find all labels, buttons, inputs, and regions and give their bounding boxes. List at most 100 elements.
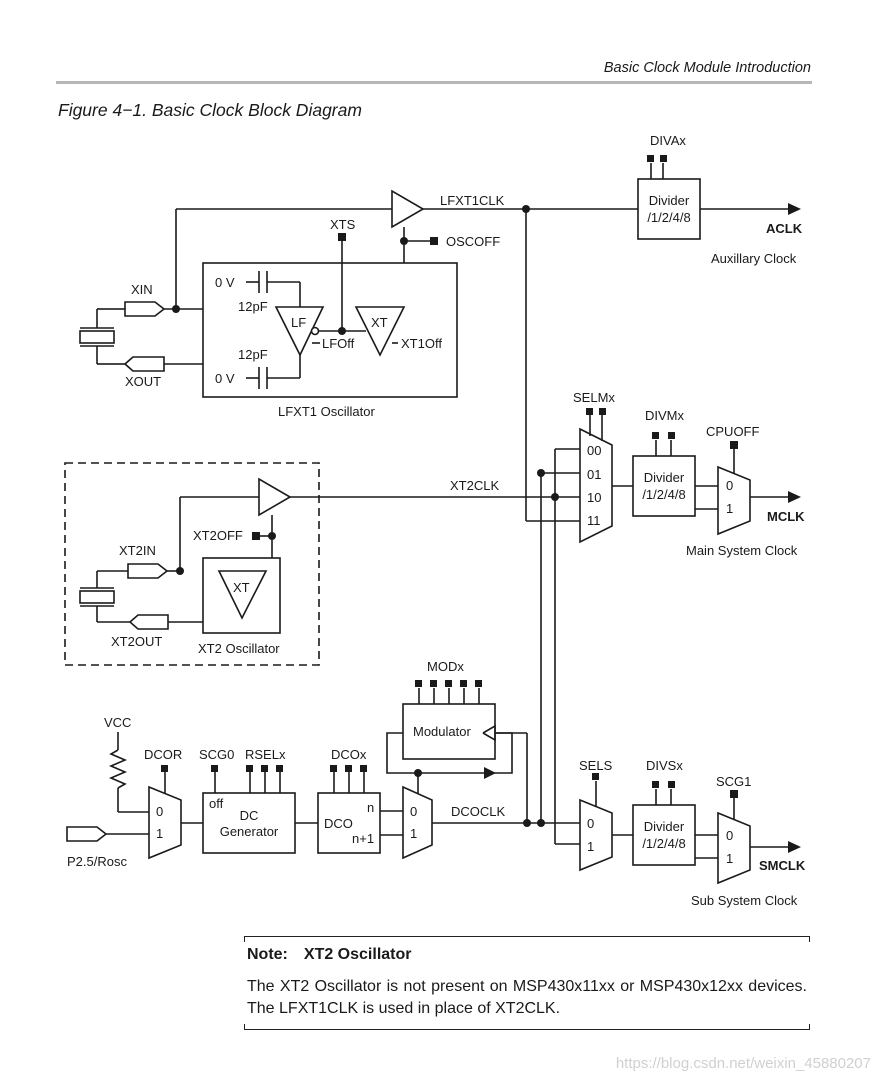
mux-in-11: 11 <box>587 513 601 528</box>
divmx-label: DIVMx <box>645 408 685 423</box>
smclk-label: SMCLK <box>759 858 806 873</box>
main-system-clock-label: Main System Clock <box>686 543 798 558</box>
lfxt1clk-label: LFXT1CLK <box>440 193 505 208</box>
dc-generator-label-1: DC <box>240 808 259 823</box>
scg1-mux-0: 0 <box>726 828 733 843</box>
mux-in-01: 01 <box>587 467 601 482</box>
xin-label: XIN <box>131 282 153 297</box>
rosc-pin <box>66 826 108 842</box>
mclk-divider <box>632 455 696 517</box>
divax-label: DIVAx <box>650 133 686 148</box>
cpuoff-mux-1: 1 <box>726 501 733 516</box>
lfoff-label: LFOff <box>322 336 355 351</box>
aclk-divider-label-1: Divider <box>649 193 690 208</box>
modx-label: MODx <box>427 659 464 674</box>
mclk-divider-label-2: /1/2/4/8 <box>642 487 685 502</box>
dco-mux-1: 1 <box>410 826 417 841</box>
sels-mux <box>579 798 613 872</box>
xt2out-label: XT2OUT <box>111 634 162 649</box>
mux-in-10: 10 <box>587 490 601 505</box>
top-cap-value: 12pF <box>238 299 268 314</box>
dc-generator-label-2: Generator <box>220 824 279 839</box>
modulator-arrow <box>484 767 496 779</box>
cpuoff-mux <box>717 465 751 536</box>
note-top-rule <box>244 936 810 942</box>
dco-mux <box>402 785 433 860</box>
note-title: XT2 Oscillator <box>303 946 412 963</box>
dcox-label: DCOx <box>331 747 367 762</box>
dcor-mux-1: 1 <box>156 826 163 841</box>
modulator-label: Modulator <box>413 724 471 739</box>
mclk-label: MCLK <box>767 509 805 524</box>
section-header: Basic Clock Module Introduction <box>603 60 811 76</box>
mux-in-00: 00 <box>587 443 601 458</box>
vcc-label: VCC <box>104 715 131 730</box>
oscoff-label: OSCOFF <box>446 234 500 249</box>
note-label: Note: <box>247 946 288 963</box>
scg1-label: SCG1 <box>716 774 751 789</box>
dco-label: DCO <box>324 816 353 831</box>
xt2in-pin <box>127 563 169 579</box>
p25rosc-label: P2.5/Rosc <box>67 854 127 869</box>
clock-block-diagram: DIVAx Divider /1/2/4/8 LFXT1CLK ACLK Aux… <box>64 133 806 908</box>
xout-pin <box>123 356 165 372</box>
note-bottom-rule <box>244 1024 810 1030</box>
rselx-label: RSELx <box>245 747 286 762</box>
aclk-label: ACLK <box>766 221 803 236</box>
top-cap-voltage: 0 V <box>215 275 235 290</box>
xt-label: XT <box>371 315 388 330</box>
bottom-cap-value: 12pF <box>238 347 268 362</box>
xin-pin <box>124 301 166 317</box>
lf-label: LF <box>291 315 306 330</box>
divsx-label: DIVSx <box>646 758 683 773</box>
xt2in-label: XT2IN <box>119 543 156 558</box>
smclk-divider-label-1: Divider <box>644 819 685 834</box>
xts-label: XTS <box>330 217 356 232</box>
xt2-optional-region <box>64 462 320 666</box>
sels-mux-1: 1 <box>587 839 594 854</box>
mclk-arrow <box>788 491 801 503</box>
xt2-amplifier <box>217 570 268 620</box>
dco-n1-label: n+1 <box>352 831 374 846</box>
dc-generator <box>202 792 296 854</box>
crystal-1 <box>79 330 115 344</box>
lfxt1-buffer <box>391 189 425 229</box>
dcor-mux <box>148 785 182 860</box>
header-rule <box>56 81 812 84</box>
smclk-arrow <box>788 841 801 853</box>
xt-amplifier <box>354 306 406 357</box>
dcoclk-label: DCOCLK <box>451 804 506 819</box>
watermark: https://blog.csdn.net/weixin_45880207 <box>615 1055 871 1072</box>
dcor-mux-0: 0 <box>156 804 163 819</box>
lfxt1-oscillator-label: LFXT1 Oscillator <box>278 404 375 419</box>
xt2off-label: XT2OFF <box>193 528 243 543</box>
smclk-divider <box>632 804 696 866</box>
dc-off-label: off <box>209 796 224 811</box>
sels-label: SELS <box>579 758 613 773</box>
scg1-mux-1: 1 <box>726 851 733 866</box>
dco-mux-0: 0 <box>410 804 417 819</box>
scg0-label: SCG0 <box>199 747 234 762</box>
bottom-cap-voltage: 0 V <box>215 371 235 386</box>
xt2-oscillator-box <box>202 557 281 634</box>
dco-n-label: n <box>367 800 374 815</box>
auxillary-clock-label: Auxillary Clock <box>711 251 797 266</box>
mclk-divider-label-1: Divider <box>644 470 685 485</box>
dcor-label: DCOR <box>144 747 182 762</box>
crystal-2 <box>79 590 115 604</box>
xt2-buffer <box>258 477 292 517</box>
note-heading: Note: XT2 Oscillator <box>247 946 427 964</box>
aclk-arrow <box>788 203 801 215</box>
dco-block <box>317 792 381 854</box>
xt2-xt-label: XT <box>233 580 250 595</box>
scg1-mux <box>717 811 751 885</box>
aclk-divider-label-2: /1/2/4/8 <box>647 210 690 225</box>
selmx-label: SELMx <box>573 390 615 405</box>
cpuoff-mux-0: 0 <box>726 478 733 493</box>
note-body: The XT2 Oscillator is not present on MSP… <box>247 978 807 1017</box>
lfxt1-oscillator-box <box>202 262 458 398</box>
sub-system-clock-label: Sub System Clock <box>691 893 798 908</box>
sels-mux-0: 0 <box>587 816 594 831</box>
xt1off-label: XT1Off <box>401 336 442 351</box>
xt2out-pin <box>128 614 169 630</box>
